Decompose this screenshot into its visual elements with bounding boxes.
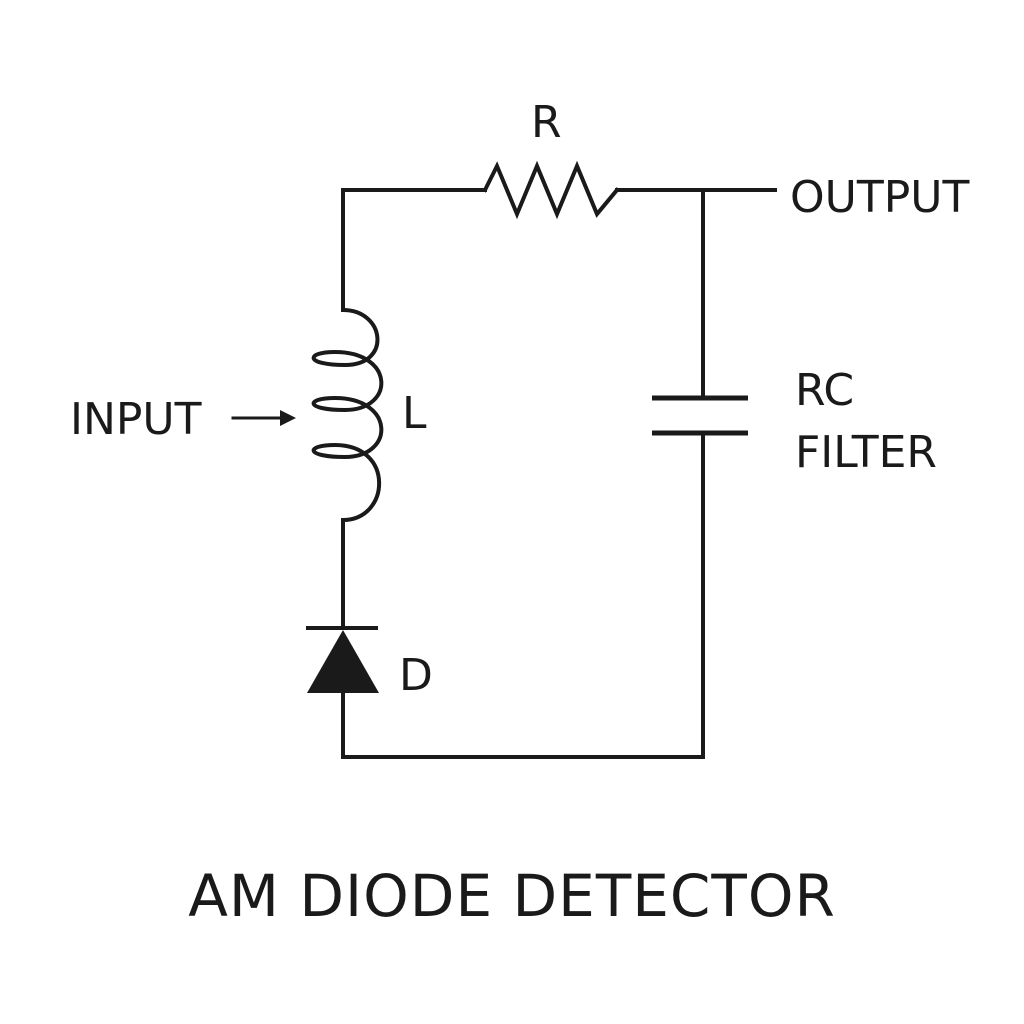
inductor-label: L — [402, 388, 427, 439]
wire-bottom-loop — [341, 433, 705, 759]
filter-label-line1: RC — [795, 365, 854, 416]
output-label: OUTPUT — [790, 172, 969, 223]
diode-symbol — [307, 630, 379, 693]
input-arrow-head — [280, 410, 296, 426]
resistor-label: R — [531, 97, 562, 148]
diagram-title: AM DIODE DETECTOR — [188, 862, 836, 930]
diode-label: D — [399, 650, 433, 701]
resistor-symbol — [482, 160, 620, 220]
filter-label-line2: FILTER — [795, 427, 937, 478]
wire-top-left — [341, 188, 487, 312]
input-label: INPUT — [70, 394, 202, 445]
inductor-symbol — [311, 308, 384, 522]
